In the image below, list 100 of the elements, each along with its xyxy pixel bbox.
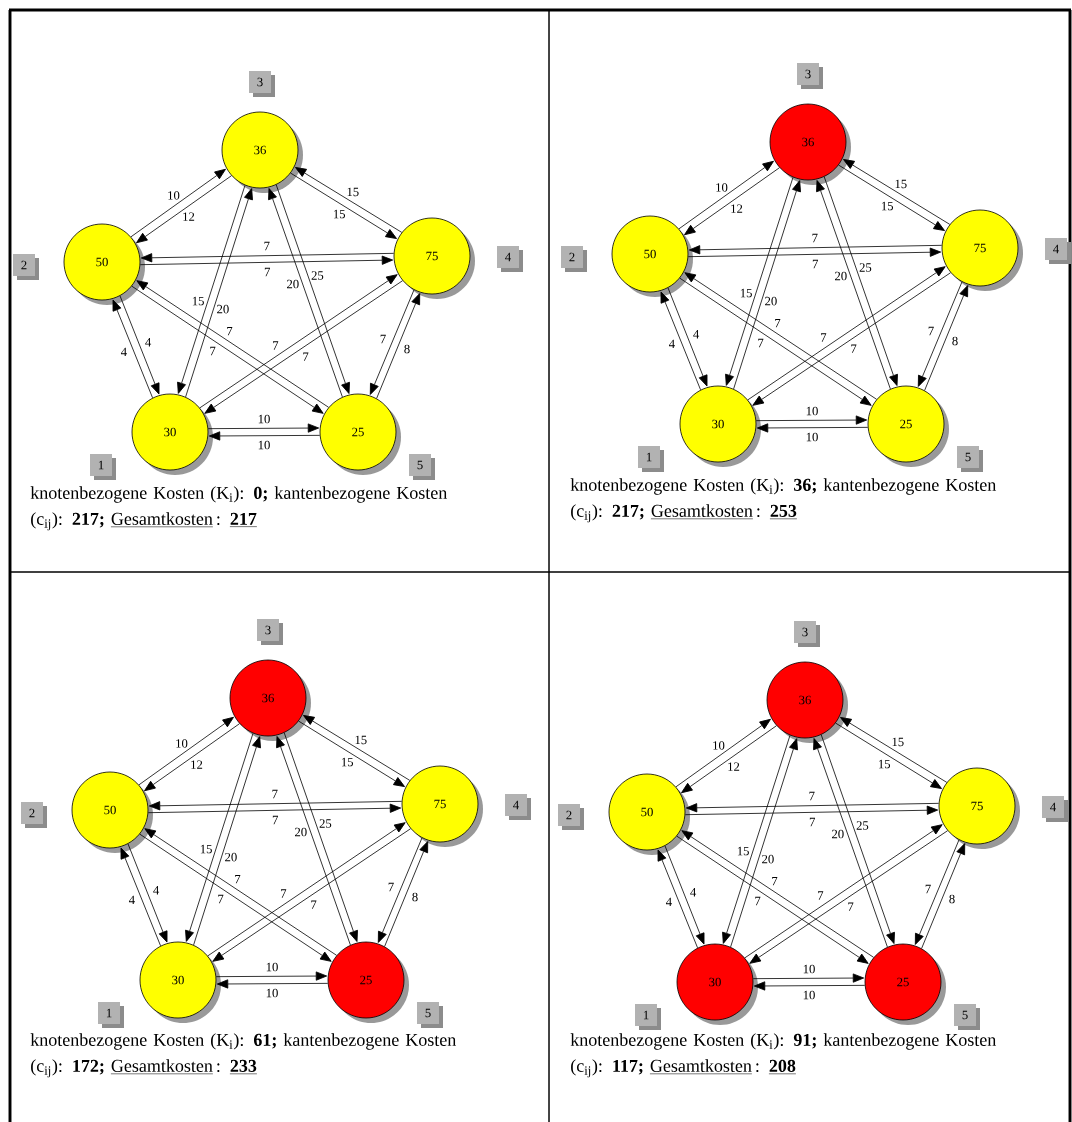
edge-label: 7 xyxy=(303,352,309,361)
arrow xyxy=(216,979,329,989)
edge-label: 7 xyxy=(388,882,394,892)
arrow xyxy=(823,176,898,386)
edge-label: 4 xyxy=(129,895,135,904)
circle-node: 25 xyxy=(319,393,401,475)
edge-label: 7 xyxy=(851,344,857,353)
cost-summary: knotenbezogene Kosten (K$_{i}$): 0; kantenbezogene Kosten (c$_{ij}$): 217; Gesamtkosten : 217 xyxy=(30,486,447,531)
arrow xyxy=(208,431,321,441)
label: knotenbezogene Kosten (K$_{i}$): 0; kantenbezogene Kosten xyxy=(30,486,448,503)
arrow xyxy=(681,725,777,794)
cost-summary: knotenbezogene Kosten (K$_{i}$): 91; kantenbezogene Kosten (c$_{ij}$): 117; Gesamtkosten : 208 xyxy=(570,1033,996,1078)
circle-node: 25 xyxy=(867,385,949,467)
edge-label: 10 xyxy=(176,739,188,748)
label: : xyxy=(217,516,220,526)
edge-label: 7 xyxy=(812,233,818,243)
edge-label: 10 xyxy=(168,191,180,200)
label: Gesamtkosten xyxy=(650,1059,752,1072)
edge-label: 10 xyxy=(266,988,278,998)
arrow xyxy=(120,847,161,947)
number-tag: 1 xyxy=(638,446,664,472)
arrow xyxy=(840,717,948,783)
edge-label: 7 xyxy=(281,889,287,898)
number-tag: 5 xyxy=(417,1002,443,1028)
edge-label: 7 xyxy=(755,896,761,906)
edge-label: 20 xyxy=(295,827,307,837)
arrow xyxy=(275,184,350,394)
edge-label: 15 xyxy=(882,201,894,211)
number-tag: 3 xyxy=(257,619,283,645)
edge-label: 15 xyxy=(737,846,749,856)
arrow xyxy=(660,291,701,391)
circle-node: 36 xyxy=(766,661,848,743)
arrow xyxy=(384,841,429,947)
arrow xyxy=(276,736,351,946)
arrow xyxy=(753,981,866,991)
edge-label: 20 xyxy=(217,304,229,314)
label: Gesamtkosten xyxy=(651,504,753,517)
number-tag: 3 xyxy=(249,71,275,97)
number-tag: 2 xyxy=(21,802,47,828)
arrow xyxy=(914,839,960,945)
arrow xyxy=(136,175,232,244)
edge-label: 15 xyxy=(355,735,367,745)
number-tag: 1 xyxy=(635,1004,661,1030)
edge-label: 10 xyxy=(806,406,818,416)
circle-node: 50 xyxy=(71,771,153,853)
arrow xyxy=(376,293,421,399)
number-tag: 2 xyxy=(558,804,584,830)
edge-label: 7 xyxy=(758,338,764,348)
edge-label: 4 xyxy=(669,339,675,348)
edge-label: 15 xyxy=(740,288,752,298)
label: (c$_{ij}$): 217; xyxy=(571,504,644,523)
edge-label: 7 xyxy=(809,791,815,801)
edge-label: 15 xyxy=(347,187,359,197)
circle-node: 75 xyxy=(941,209,1023,291)
edge-label: 7 xyxy=(928,326,934,336)
arrow xyxy=(193,736,261,946)
arrow xyxy=(207,423,320,433)
arrow xyxy=(835,722,942,789)
edge-label: 12 xyxy=(728,762,740,771)
number-tag: 1 xyxy=(90,454,116,480)
arrow xyxy=(678,160,774,230)
edge-label: 7 xyxy=(809,817,815,827)
edge-label: 7 xyxy=(311,900,317,909)
arrow xyxy=(820,734,895,944)
label: Gesamtkosten xyxy=(111,1059,213,1072)
edge-label: 15 xyxy=(334,209,346,219)
edge-label: 8 xyxy=(949,894,955,904)
arrow xyxy=(675,718,771,788)
label: : xyxy=(756,1063,759,1073)
arrow xyxy=(924,285,969,391)
edge-label: 7 xyxy=(818,891,824,900)
circle-node: 25 xyxy=(864,943,946,1025)
number-tag: 5 xyxy=(954,1004,980,1030)
arrow xyxy=(921,843,966,949)
arrow xyxy=(298,720,405,787)
cost-summary: knotenbezogene Kosten (K$_{i}$): 36; kantenbezogene Kosten (c$_{ij}$): 217; Gesamtkosten : 253 xyxy=(570,478,996,523)
arrow xyxy=(215,971,328,981)
edge-label: 25 xyxy=(859,263,872,272)
label: 233 xyxy=(230,1059,257,1072)
arrow xyxy=(755,415,868,425)
circle-node: 75 xyxy=(938,767,1020,849)
edge-label: 15 xyxy=(192,296,204,306)
arrow xyxy=(816,180,891,390)
edge-label: 10 xyxy=(713,741,725,750)
arrow xyxy=(667,287,708,387)
edge-label: 15 xyxy=(342,757,354,767)
number-tag: 4 xyxy=(1042,796,1068,822)
edge-label: 15 xyxy=(200,844,212,854)
label: : xyxy=(757,508,760,518)
label: knotenbezogene Kosten (K$_{i}$): 91; kantenbezogene Kosten xyxy=(570,1033,997,1050)
edge-label: 20 xyxy=(765,296,777,306)
arrow xyxy=(283,732,358,942)
arrow xyxy=(290,172,397,239)
edge-label: 7 xyxy=(264,241,270,251)
edge-label: 7 xyxy=(227,326,233,336)
circle-node: 36 xyxy=(769,103,851,185)
edge-label: 12 xyxy=(191,760,203,769)
number-tag: 5 xyxy=(957,446,983,472)
edge-label: 7 xyxy=(218,894,224,904)
circle-node: 50 xyxy=(611,215,693,297)
